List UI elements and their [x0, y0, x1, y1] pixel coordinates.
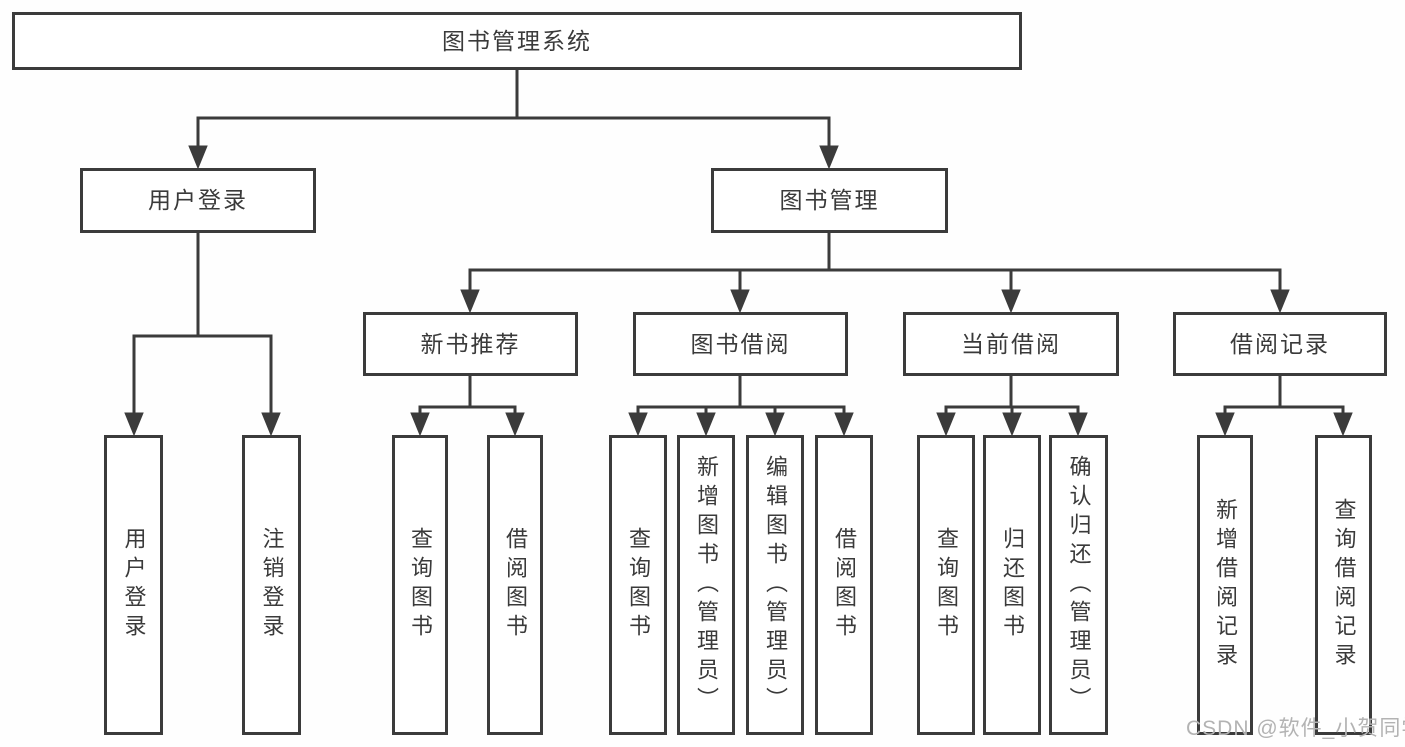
arrowhead-book-mgmt-icon: [819, 145, 839, 170]
arrowhead-m3c2-icon: [1002, 412, 1022, 437]
node-root-label: 图书管理系统: [442, 27, 592, 54]
node-book-management: 图书管理: [711, 168, 948, 233]
arrowhead-user-login-icon: [188, 145, 208, 170]
csdn-watermark: CSDN @软件_小贺同学: [1186, 717, 1405, 740]
node-user-login-label: 用户登录: [148, 187, 248, 213]
leaf-logout: 注销登录: [242, 435, 301, 735]
leaf-query-borrow-record-label: 查询借阅记录: [1331, 498, 1357, 672]
arrowhead-leaf-login-icon: [124, 412, 144, 437]
leaf-add-book-admin: 新增图书（管理员）: [677, 435, 735, 735]
leaf-query-books-recommend-label: 查询图书: [408, 527, 433, 643]
leaf-borrow-books-borrowing-label: 借阅图书: [832, 527, 857, 643]
leaf-add-borrow-record-label: 新增借阅记录: [1213, 498, 1238, 672]
arrowhead-borrowing-icon: [730, 289, 750, 314]
node-new-book-recommend: 新书推荐: [363, 312, 578, 376]
arrowhead-m2c1-icon: [628, 412, 648, 437]
leaf-edit-book-admin-label: 编辑图书（管理员）: [763, 454, 788, 716]
leaf-add-book-admin-label: 新增图书（管理员）: [694, 454, 719, 716]
node-root: 图书管理系统: [12, 12, 1022, 70]
node-borrowing-records: 借阅记录: [1173, 312, 1387, 376]
leaf-return-book: 归还图书: [983, 435, 1041, 735]
arrowhead-m2c4-icon: [834, 412, 854, 437]
arrowhead-m2c3-icon: [765, 412, 785, 437]
node-user-login: 用户登录: [80, 168, 316, 233]
leaf-confirm-return-admin: 确认归还（管理员）: [1049, 435, 1108, 735]
arrowhead-recommend-icon: [460, 289, 480, 314]
leaf-user-login: 用户登录: [104, 435, 163, 735]
leaf-query-borrow-record: 查询借阅记录: [1315, 435, 1372, 735]
leaf-add-borrow-record: 新增借阅记录: [1197, 435, 1253, 735]
leaf-borrow-books-recommend: 借阅图书: [487, 435, 543, 735]
leaf-confirm-return-admin-label: 确认归还（管理员）: [1066, 454, 1092, 716]
arrowhead-leaf-logout-icon: [261, 412, 281, 437]
leaf-borrow-books-recommend-label: 借阅图书: [503, 527, 528, 643]
node-book-borrowing: 图书借阅: [633, 312, 848, 376]
leaf-query-books-current: 查询图书: [917, 435, 975, 735]
node-current-borrowing: 当前借阅: [903, 312, 1119, 376]
node-book-borrowing-label: 图书借阅: [690, 330, 791, 357]
leaf-query-books-borrowing: 查询图书: [609, 435, 667, 735]
leaf-query-books-recommend: 查询图书: [392, 435, 448, 735]
node-borrowing-records-label: 借阅记录: [1230, 330, 1330, 357]
arrowhead-records-icon: [1270, 289, 1290, 314]
node-current-borrowing-label: 当前借阅: [961, 330, 1061, 357]
arrowhead-m1c2-icon: [505, 412, 525, 437]
leaf-query-books-borrowing-label: 查询图书: [626, 527, 651, 643]
node-new-book-recommend-label: 新书推荐: [420, 330, 521, 357]
leaf-user-login-label: 用户登录: [121, 527, 147, 643]
arrowhead-m2c2-icon: [696, 412, 716, 437]
arrowhead-m3c3-icon: [1068, 412, 1088, 437]
arrowhead-m4c2-icon: [1333, 412, 1353, 437]
leaf-return-book-label: 归还图书: [1000, 527, 1025, 643]
arrowhead-m4c1-icon: [1215, 412, 1235, 437]
leaf-borrow-books-borrowing: 借阅图书: [815, 435, 873, 735]
arrowhead-m3c1-icon: [936, 412, 956, 437]
arrowhead-current-icon: [1001, 289, 1021, 314]
arrowhead-m1c1-icon: [410, 412, 430, 437]
node-book-management-label: 图书管理: [779, 187, 880, 213]
leaf-logout-label: 注销登录: [259, 527, 285, 643]
leaf-edit-book-admin: 编辑图书（管理员）: [746, 435, 804, 735]
leaf-query-books-current-label: 查询图书: [934, 527, 959, 643]
